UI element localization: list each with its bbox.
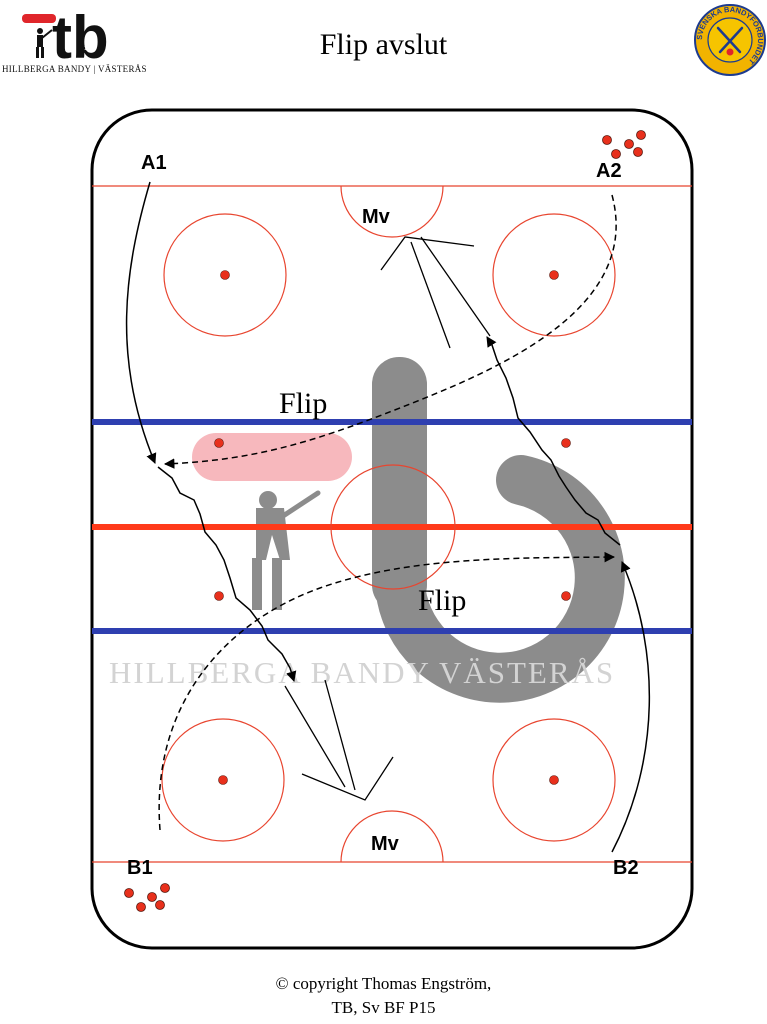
club-logo: tb 1930 [22,4,109,71]
path-b1-flip-pass [158,551,616,831]
faceoff-dot [218,775,228,785]
shot-lines-bottom [284,679,394,801]
page-title: Flip avslut [319,28,448,61]
ball-pile-bottom-left [124,883,170,912]
path-b2-skate [611,561,651,853]
club-logo-letters: tb [52,4,109,71]
crossed-sticks-icon [716,26,744,54]
watermark: 1930 HILLBERGA BANDY VÄSTERÅS [109,357,625,703]
faceoff-dot [561,591,571,601]
shot-lines-top [380,236,491,349]
pass-label-top: Flip [279,387,327,420]
player-silhouette-icon [36,28,53,58]
path-a1-dribble [157,466,297,683]
goal-area-top [340,185,444,238]
federation-logo: SVENSKA BANDYFÖRBUNDET [694,4,766,76]
path-a2-dribble [486,336,621,546]
goalkeeper-label-bottom: Mv [371,833,400,855]
faceoff-dot [214,591,224,601]
footer-line-1: © copyright Thomas Engström, [275,974,492,993]
path-a1-skate [125,181,157,464]
goalkeeper-label-top: Mv [362,206,391,228]
watermark-bowl [375,455,625,703]
player-label-b2: B2 [613,857,639,879]
player-label-a2: A2 [596,160,622,182]
goal-area-bottom [340,810,444,863]
path-a2-flip-pass [163,194,617,469]
footer-line-2: TB, Sv BF P15 [331,998,436,1017]
faceoff-dot [561,438,571,448]
club-logo-year: 1930 [84,46,95,52]
club-name: HILLBERGA BANDY | VÄSTERÅS [2,64,147,74]
faceoff-circle-bottom-left [161,718,285,842]
watermark-year: 1930 [452,585,488,602]
faceoff-dot [549,270,559,280]
watermark-text: HILLBERGA BANDY VÄSTERÅS [109,655,615,690]
faceoff-circle-bottom-right [492,718,616,842]
faceoff-circle-top-left [163,213,287,337]
faceoff-dot [214,438,224,448]
pass-label-bottom: Flip [418,584,466,617]
ball-pile-top-right [602,130,646,159]
club-logo-red-bar [22,14,56,23]
player-label-a1: A1 [141,152,167,174]
faceoff-circle-top-right [492,213,616,337]
faceoff-dot [549,775,559,785]
faceoff-dots [214,270,571,785]
player-label-b1: B1 [127,857,153,879]
footer-copyright: © copyright Thomas Engström, TB, Sv BF P… [0,972,767,1020]
watermark-red-bar [192,433,352,481]
watermark-player-icon [252,490,321,610]
faceoff-dot [220,270,230,280]
center-circle [330,464,456,590]
